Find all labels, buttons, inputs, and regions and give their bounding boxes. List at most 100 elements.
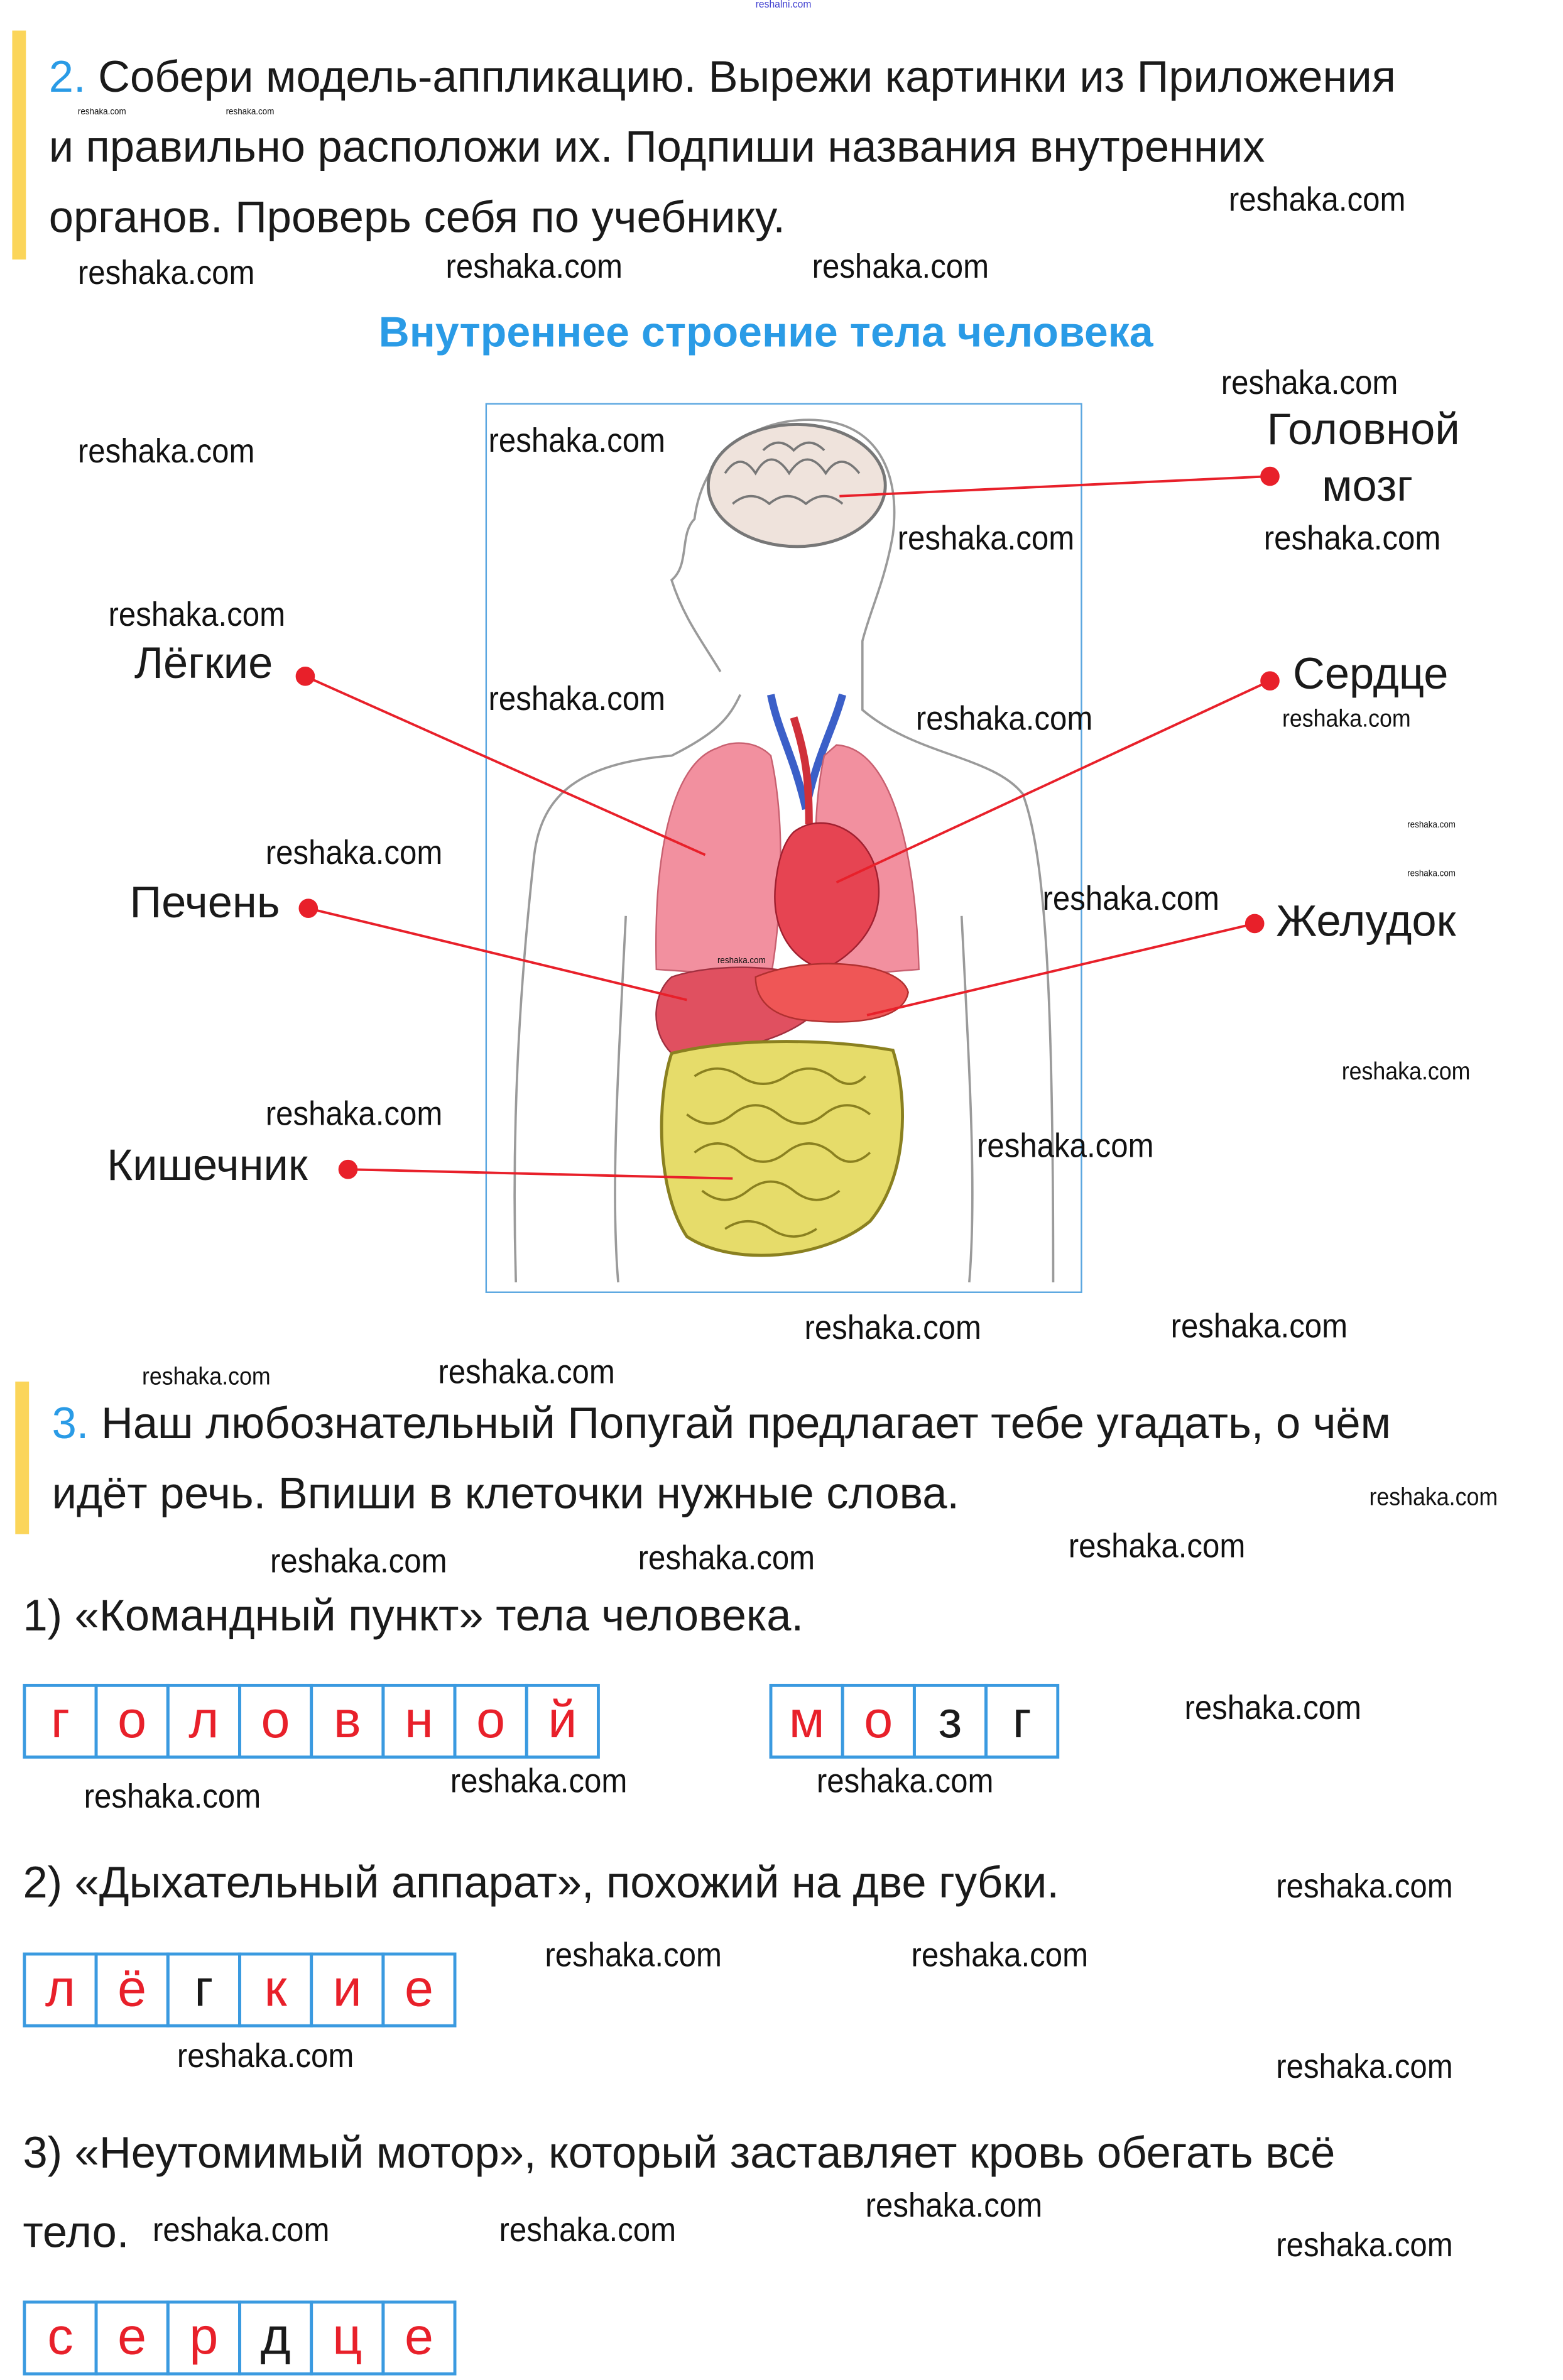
heart-pointer	[836, 679, 1271, 884]
letter-cell[interactable]: в	[310, 1683, 385, 1759]
watermark: reshaka.com	[1276, 2047, 1453, 2085]
watermark: reshaka.com	[152, 2210, 330, 2249]
letter-cell[interactable]: о	[238, 1683, 313, 1759]
watermark: reshaka.com	[108, 595, 286, 634]
letter-cell[interactable]: е	[381, 2300, 457, 2376]
vessels-icon	[767, 693, 847, 825]
task3-number: 3.	[52, 1400, 89, 1449]
pointer-lines	[295, 466, 1280, 1180]
letter-cell[interactable]: д	[238, 2300, 313, 2376]
watermark: reshaka.com	[1228, 180, 1406, 219]
watermark: reshaka.com	[450, 1761, 628, 1800]
stomach-pointer	[866, 922, 1255, 1017]
watermark: reshaka.com	[84, 1777, 261, 1815]
watermark: reshaka.com	[1221, 363, 1398, 402]
letter-cell[interactable]: м	[769, 1683, 844, 1759]
left-lung-icon	[655, 742, 782, 978]
watermark: reshaka.com	[488, 421, 666, 460]
label-lungs: Лёгкие	[134, 640, 273, 689]
task3-text-1: Наш любознательный Попугай предлагает те…	[101, 1400, 1391, 1449]
letter-cell[interactable]: ё	[94, 1952, 170, 2028]
letter-cell[interactable]: г	[166, 1952, 241, 2028]
question-3-text-2: тело.	[23, 2208, 129, 2258]
letter-cell[interactable]: о	[94, 1683, 170, 1759]
task2-line-3: органов. Проверь себя по учебнику.	[48, 194, 785, 243]
letter-cell[interactable]: л	[166, 1683, 241, 1759]
letter-cell[interactable]: к	[238, 1952, 313, 2028]
question-1-text: 1) «Командный пункт» тела человека.	[23, 1592, 804, 1641]
watermark: reshaka.com	[1341, 1059, 1471, 1086]
letter-cell[interactable]: й	[525, 1683, 600, 1759]
letter-cell[interactable]: е	[381, 1952, 457, 2028]
watermark: reshaka.com	[77, 253, 255, 292]
task2-line-1: 2. Собери модель-аппликацию. Вырежи карт…	[49, 52, 1396, 104]
watermark: reshaka.com	[1282, 706, 1411, 733]
watermark: reshaka.com	[1184, 1688, 1361, 1727]
letter-cell[interactable]: г	[984, 1683, 1060, 1759]
body-illustration-frame	[485, 403, 1082, 1293]
watermark: reshaka.com	[445, 247, 623, 286]
watermark: reshaka.com	[865, 2186, 1043, 2225]
watermark: reshaka.com	[1263, 519, 1441, 557]
site-mark: reshalni.com	[755, 0, 812, 11]
brain-icon	[706, 423, 887, 549]
task3-accent-bar	[15, 1381, 30, 1534]
letter-cell[interactable]: о	[453, 1683, 528, 1759]
label-stomach: Желудок	[1276, 897, 1456, 947]
watermark: reshaka.com	[499, 2210, 677, 2249]
letter-cell[interactable]: и	[310, 1952, 385, 2028]
watermark: reshaka.com	[438, 1352, 615, 1391]
letter-cell[interactable]: ц	[310, 2300, 385, 2376]
letter-cell[interactable]: е	[94, 2300, 170, 2376]
body-silhouette	[513, 418, 1055, 1283]
letter-cell[interactable]: р	[166, 2300, 241, 2376]
watermark: reshaka.com	[915, 699, 1093, 738]
intestine-icon	[660, 1040, 904, 1257]
letter-cell[interactable]: л	[23, 1952, 98, 2028]
watermark: reshaka.com	[545, 1935, 722, 1974]
stomach-icon	[754, 963, 909, 1023]
lungs-pointer-dot	[295, 667, 315, 686]
task2-number: 2.	[48, 53, 86, 102]
lungs-pointer	[305, 675, 706, 856]
watermark: reshaka.com	[812, 247, 989, 286]
watermark: reshaka.com	[1042, 879, 1220, 918]
watermark: reshaka.com	[897, 519, 1075, 557]
watermark: reshaka.com	[270, 1541, 447, 1580]
watermark: reshaka.com	[265, 1094, 443, 1133]
stomach-pointer-dot	[1244, 914, 1265, 934]
intestine-pointer	[347, 1168, 733, 1180]
liver-pointer-dot	[298, 898, 319, 918]
watermark: reshaka.com	[1407, 870, 1456, 880]
liver-pointer	[308, 907, 687, 1002]
label-brain-line2: мозг	[1322, 462, 1413, 511]
letter-cell[interactable]: о	[841, 1683, 916, 1759]
letter-cell[interactable]: г	[23, 1683, 98, 1759]
body-illustration	[295, 418, 1280, 1283]
watermark: reshaka.com	[77, 432, 255, 471]
task2-accent-bar	[12, 30, 26, 260]
watermark: reshaka.com	[717, 957, 766, 966]
watermark: reshaka.com	[265, 833, 443, 872]
label-brain-line1: Головной	[1266, 406, 1460, 456]
watermark: reshaka.com	[177, 2036, 354, 2075]
intestine-pointer-dot	[338, 1159, 358, 1179]
brain-pointer	[839, 475, 1270, 498]
watermark: reshaka.com	[911, 1935, 1089, 1974]
watermark: reshaka.com	[1369, 1485, 1498, 1512]
label-heart: Сердце	[1292, 650, 1449, 699]
letter-cell[interactable]: с	[23, 2300, 98, 2376]
watermark: reshaka.com	[977, 1127, 1154, 1165]
task3-line-1: 3. Наш любознательный Попугай предлагает…	[52, 1399, 1391, 1451]
brain-pointer-dot	[1260, 466, 1280, 486]
watermark: reshaka.com	[816, 1761, 994, 1800]
watermark: reshaka.com	[638, 1539, 815, 1577]
letter-cell[interactable]: н	[381, 1683, 457, 1759]
watermark: reshaka.com	[804, 1308, 981, 1346]
letter-cell[interactable]: з	[912, 1683, 988, 1759]
